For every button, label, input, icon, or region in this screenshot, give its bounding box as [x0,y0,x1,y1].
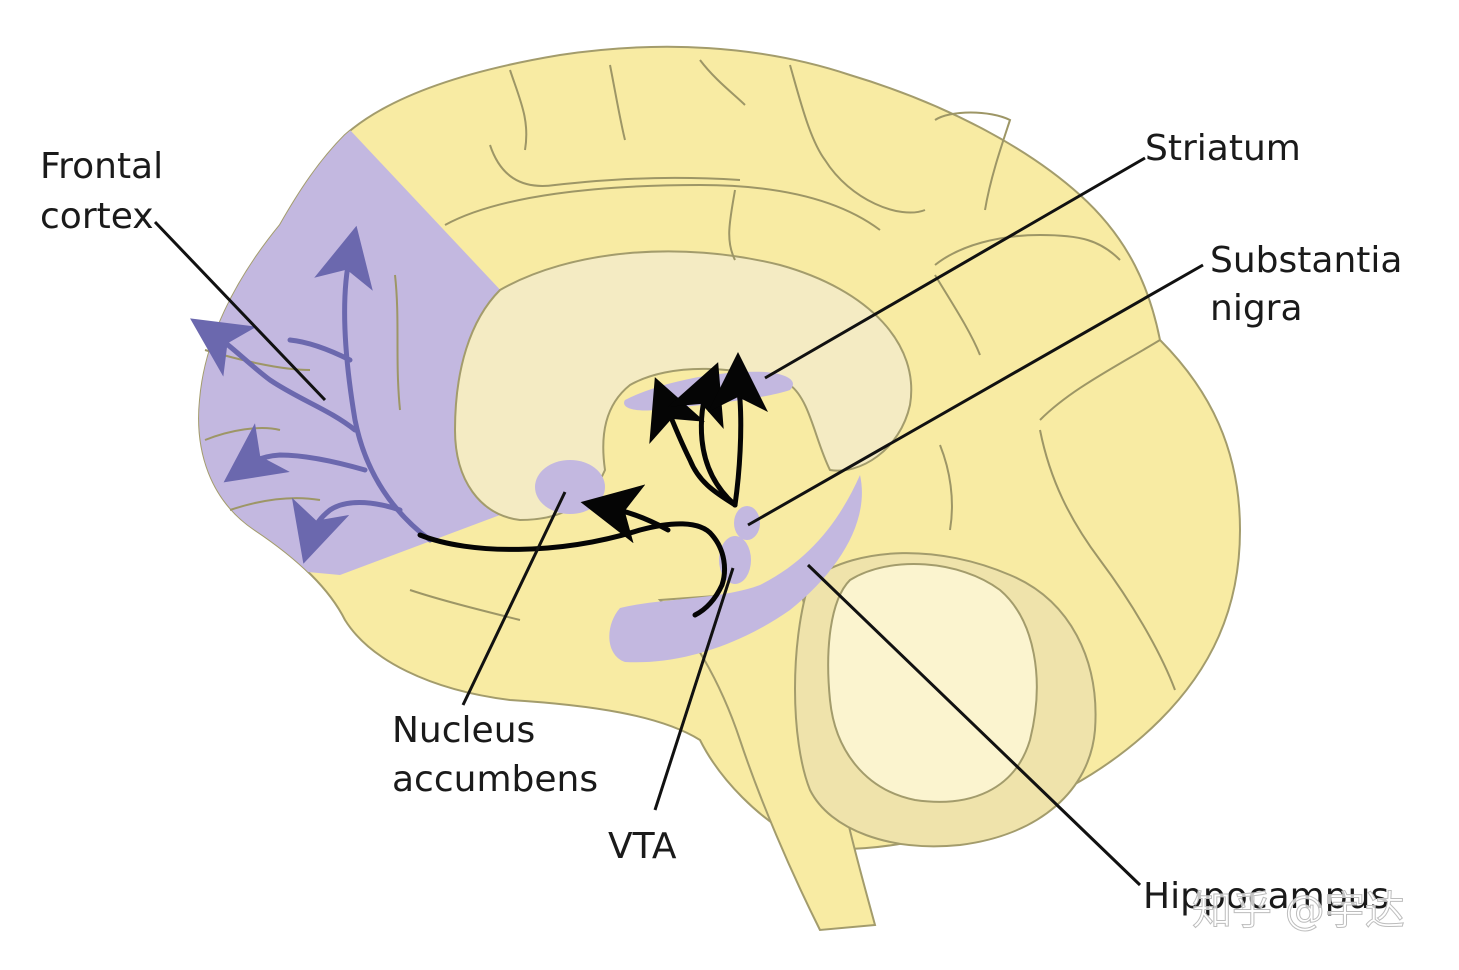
substantia-nigra-label-line2: nigra [1210,288,1303,329]
substantia-nigra-label-line1: Substantia [1210,240,1402,281]
nucleus-accumbens-region [535,460,605,514]
vta-label: VTA [608,826,677,867]
substantia-nigra-label: Substantia nigra [1210,240,1414,329]
leader-lines [153,156,1204,887]
substantia-nigra-leader [747,263,1204,527]
hippocampus-label: Hippocampus [1143,876,1389,917]
nucleus-accumbens-label: Nucleus accumbens [392,710,598,800]
frontal-dopamine-projections [190,225,433,564]
hippocampus-region [609,475,862,663]
watermark: 知乎 @宇达 [1192,888,1405,934]
striatum-label: Striatum [1145,128,1301,169]
frontal-cortex-label: Frontal cortex [40,146,175,237]
striatum-leader [764,156,1146,380]
frontal-cortex-label-line2: cortex [40,196,154,237]
frontal-cortex-label-line1: Frontal [40,146,163,187]
nucleus-accumbens-leader [461,491,567,706]
vta-region [719,536,751,584]
nucleus-accumbens-label-line2: accumbens [392,759,598,800]
brain-sulci [204,59,1176,691]
nucleus-accumbens-label-line1: Nucleus [392,710,535,751]
hippocampus-leader [806,563,1142,887]
frontal-cortex-leader [153,220,327,402]
substantia-nigra-region [734,506,760,540]
vta-leader [653,567,735,811]
dopamine-pathways [417,352,769,618]
